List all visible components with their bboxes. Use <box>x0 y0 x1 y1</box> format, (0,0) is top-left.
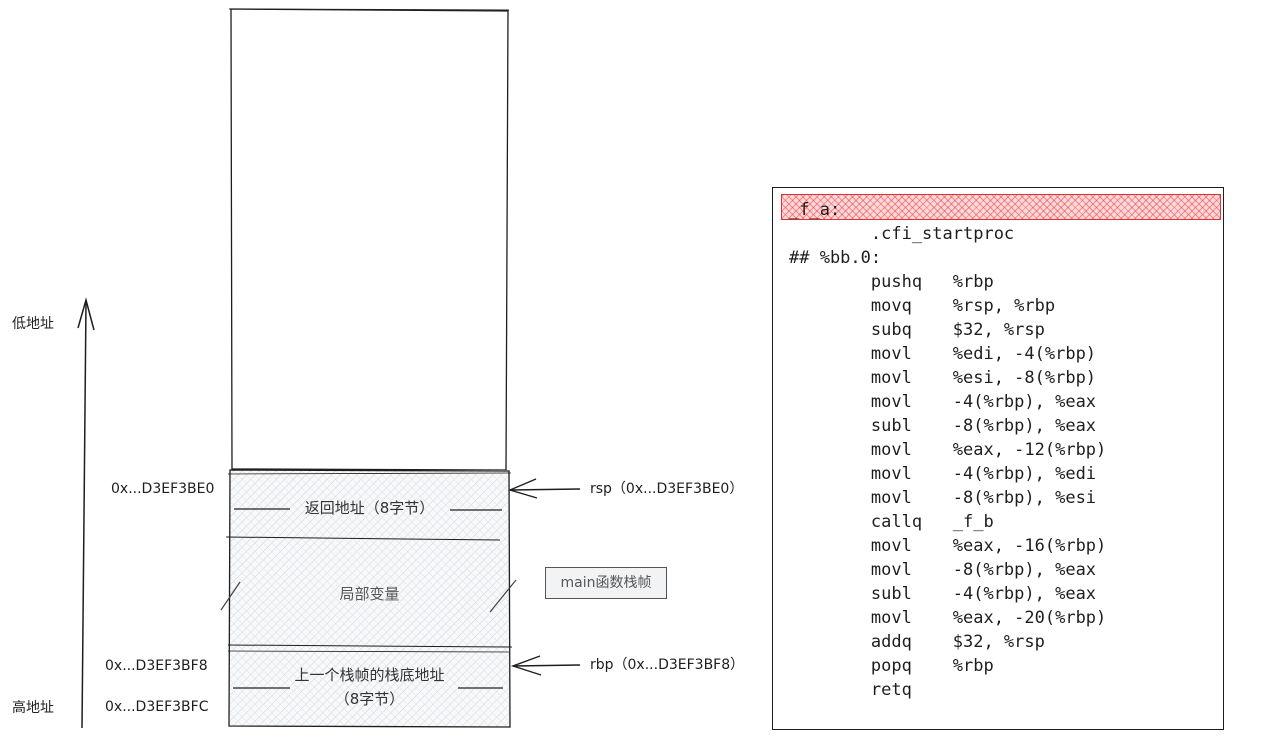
high-address-label: 高地址 <box>12 700 54 716</box>
code-line: popq %rbp <box>789 656 994 676</box>
code-line: movl -8(%rbp), %eax <box>789 560 1097 580</box>
code-line: .cfi_startproc <box>789 224 1015 244</box>
code-line: _f_a: <box>789 200 841 220</box>
rbp-pointer-label: rbp（0x...D3EF3BF8） <box>590 657 745 673</box>
code-line: movl %edi, -4(%rbp) <box>789 344 1097 364</box>
rsp-arrow <box>507 478 581 499</box>
rsp-pointer-label: rsp（0x...D3EF3BE0） <box>590 481 744 497</box>
code-line: subl -8(%rbp), %eax <box>789 416 1097 436</box>
local-variables-cell: 局部变量 <box>339 585 400 603</box>
function-label-highlight <box>781 194 1221 220</box>
code-line: movl %eax, -20(%rbp) <box>789 608 1107 628</box>
prev-frame-base-cell-line2: （8字节） <box>334 690 405 708</box>
code-line: movl -4(%rbp), %eax <box>789 392 1097 412</box>
code-line: movl %esi, -8(%rbp) <box>789 368 1097 388</box>
address-label-be0: 0x...D3EF3BE0 <box>111 481 215 497</box>
return-address-cell: 返回地址（8字节） <box>304 499 435 517</box>
prev-frame-base-cell-line1: 上一个栈帧的栈底地址 <box>294 666 445 684</box>
rbp-arrow <box>510 655 581 676</box>
code-line: movl %eax, -12(%rbp) <box>789 440 1107 460</box>
code-line: movl -4(%rbp), %edi <box>789 464 1097 484</box>
code-line: retq <box>789 680 912 700</box>
code-line: subl -4(%rbp), %eax <box>789 584 1097 604</box>
code-line: subq $32, %rsp <box>789 320 1045 340</box>
code-line: movl %eax, -16(%rbp) <box>789 536 1107 556</box>
main-frame-tag: main函数栈帧 <box>545 567 667 599</box>
address-axis-arrow <box>77 297 95 729</box>
code-line: pushq %rbp <box>789 272 994 292</box>
code-line: movl -8(%rbp), %esi <box>789 488 1097 508</box>
main-stack-frame <box>220 469 517 728</box>
address-label-bfc: 0x...D3EF3BFC <box>105 699 209 715</box>
code-line: addq $32, %rsp <box>789 632 1045 652</box>
low-address-label: 低地址 <box>12 316 54 332</box>
code-lines: _f_a: .cfi_startproc ## %bb.0: pushq %rbp… <box>789 198 1106 702</box>
code-line: ## %bb.0: <box>789 248 882 268</box>
address-label-bf8: 0x...D3EF3BF8 <box>105 658 208 674</box>
code-line: movq %rsp, %rbp <box>789 296 1056 316</box>
assembly-code-panel: _f_a: .cfi_startproc ## %bb.0: pushq %rbp… <box>772 187 1224 730</box>
code-line: callq _f_b <box>789 512 994 532</box>
stack-free-region <box>230 8 509 471</box>
